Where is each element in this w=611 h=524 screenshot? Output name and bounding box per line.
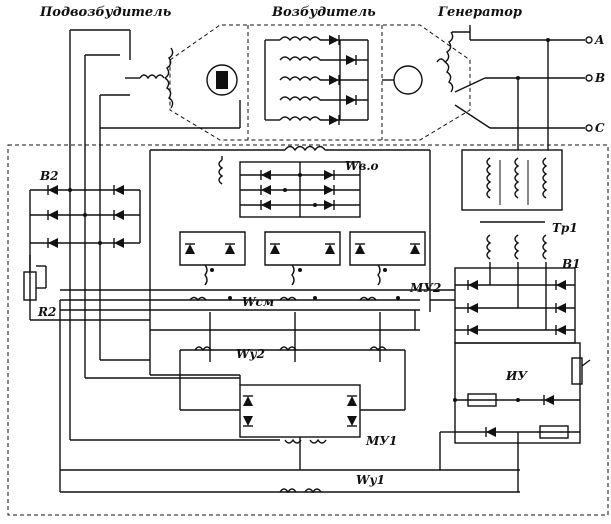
mu2-bridges [179, 231, 426, 286]
label-phase-b: B [594, 71, 605, 85]
winding-w-u1 [59, 300, 520, 494]
label-w-u2: Wу2 [236, 347, 265, 361]
outer-frame [7, 144, 609, 516]
label-w-sm: Wсм [242, 295, 274, 309]
resistor-r2 [23, 255, 150, 321]
label-phase-a: A [594, 33, 604, 47]
label-subexciter: Подвозбудитель [39, 5, 172, 20]
label-w-vo: Wв.о [345, 159, 379, 173]
label-tr1: Тр1 [552, 221, 578, 235]
generator-rotor [382, 65, 423, 95]
label-mu1: МУ1 [365, 434, 397, 448]
rectifier-v1 [454, 262, 576, 344]
label-exciter: Возбудитель [271, 5, 376, 20]
transformer-tr1 [461, 149, 563, 260]
label-iu: ИУ [505, 369, 528, 383]
exciter-windings [264, 36, 369, 122]
subexciter-winding [125, 47, 174, 109]
label-mu2: МУ2 [409, 281, 441, 295]
mu1-bridge [150, 374, 405, 438]
winding-w-u2 [150, 312, 420, 410]
winding-w-vo [149, 145, 431, 320]
label-r2: R2 [37, 305, 56, 319]
permanent-magnet-rotor [206, 64, 238, 96]
label-generator: Генератор [437, 5, 522, 20]
main-rectifier-bridge [239, 161, 361, 218]
measuring-unit-iu [439, 342, 591, 492]
machine-housing [169, 24, 471, 141]
label-phase-c: C [595, 121, 605, 135]
winding-w-sm [60, 289, 420, 330]
label-w-u1: Wу1 [356, 473, 385, 487]
rectifier-v2 [29, 184, 141, 300]
label-v2: В2 [39, 169, 59, 183]
phase-lines [454, 36, 593, 150]
generator-stator [436, 25, 471, 93]
label-v1: В1 [561, 257, 581, 271]
interconnects [85, 289, 455, 379]
